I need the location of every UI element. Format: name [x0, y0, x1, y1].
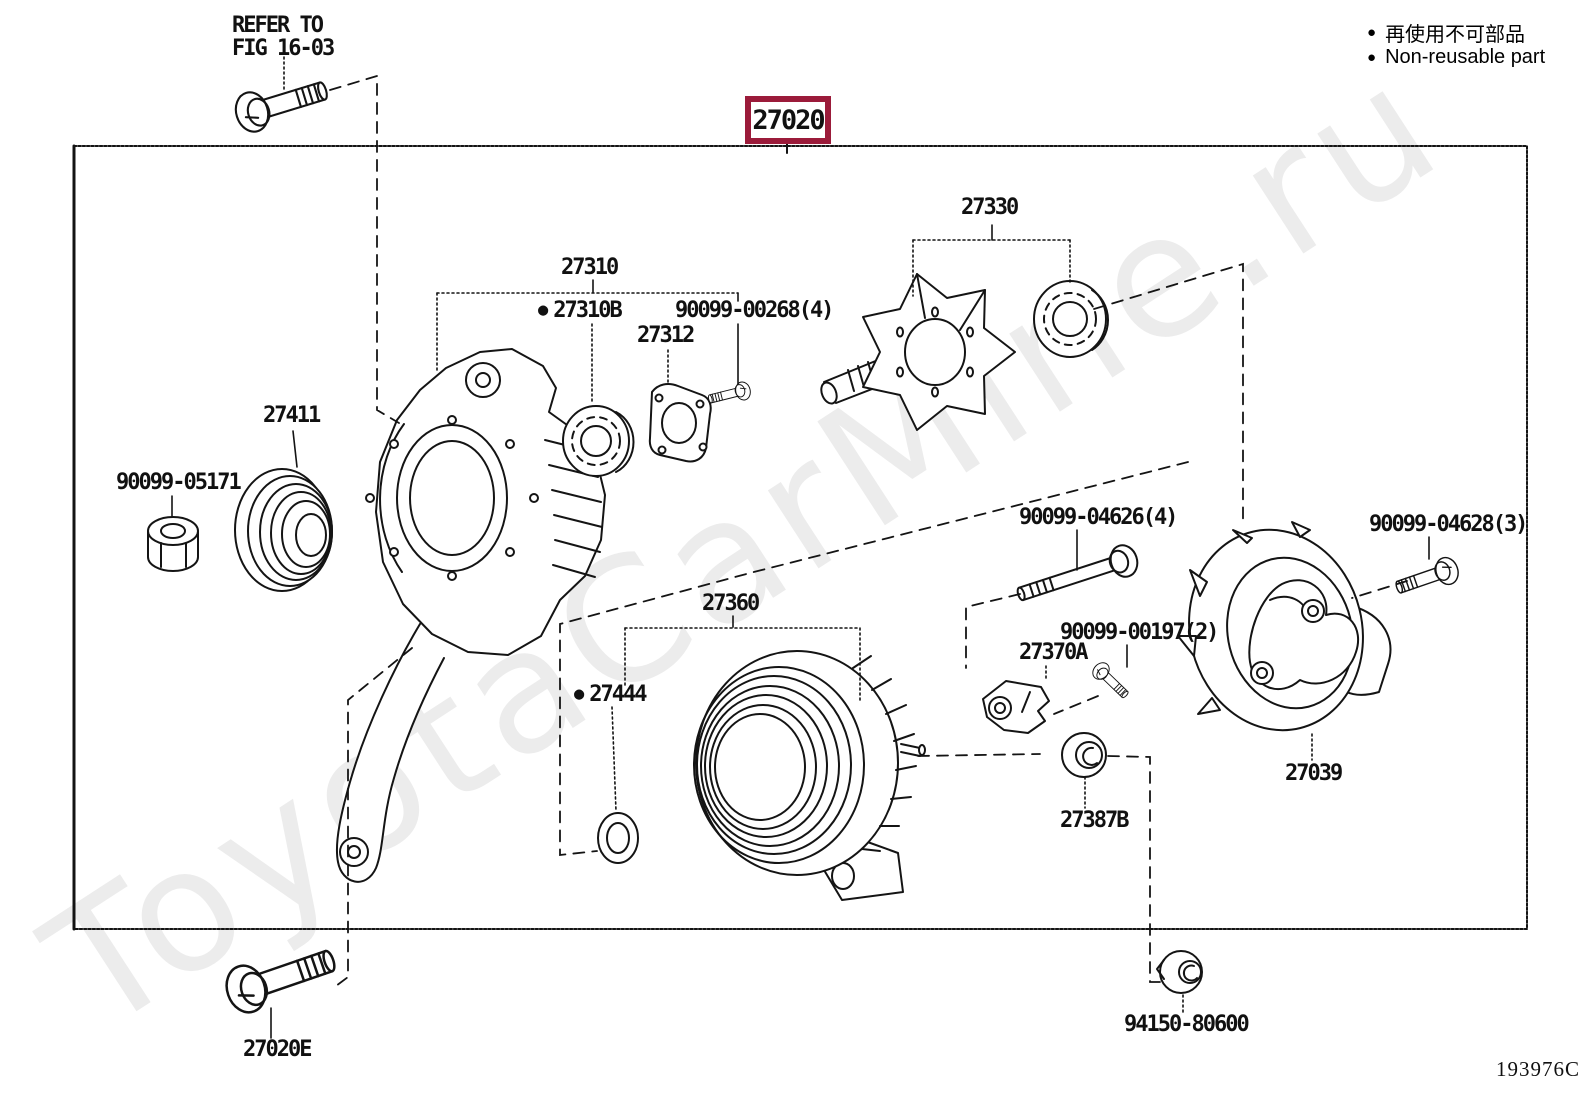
highlighted-part-box: 27020	[745, 96, 831, 144]
refer-note: REFER TO FIG 16-03	[232, 13, 335, 61]
refer-note-line1: REFER TO	[232, 13, 324, 38]
pulley-nut-drawing	[147, 516, 199, 572]
part-label-90099-04626: 90099-04626(4)	[1019, 505, 1178, 530]
label-brackets	[283, 56, 1313, 1014]
part-label-27444: ●27444	[574, 682, 647, 707]
terminal-nut-drawing	[1156, 950, 1203, 994]
part-label-94150-80600: 94150-80600	[1124, 1012, 1250, 1037]
non-reusable-bullet-icon: ●	[574, 684, 585, 704]
stator-drawing	[693, 650, 926, 901]
part-label-90099-00197: 90099-00197(2)	[1060, 620, 1219, 645]
part-label-27312: 27312	[637, 323, 695, 348]
grommet-drawing	[1061, 732, 1107, 778]
frame-border	[72, 144, 1528, 931]
bearing-retainer-drawing	[648, 383, 712, 463]
part-label-27330: 27330	[961, 195, 1019, 220]
part-label-27310B: ●27310B	[538, 298, 623, 323]
legend-row-jp: ● 再使用不可部品	[1367, 20, 1545, 46]
part-label-90099-05171: 90099-05171	[116, 470, 242, 495]
non-reusable-bullet-icon: ●	[538, 300, 549, 320]
cover-bolt-drawing	[1391, 553, 1463, 602]
rear-cover-drawing	[1177, 521, 1392, 732]
part-label-90099-00268: 90099-00268(4)	[675, 298, 834, 323]
refer-note-line2: FIG 16-03	[232, 36, 335, 61]
non-reusable-bullet-icon: ●	[1367, 24, 1377, 41]
part-label-27360: 27360	[702, 591, 760, 616]
part-label-27020E: 27020E	[243, 1037, 312, 1062]
diagram-code: 193976C	[1496, 1057, 1581, 1081]
pulley-drawing	[234, 468, 333, 592]
part-label-27387B: 27387B	[1060, 808, 1129, 833]
label-leaders	[171, 224, 1430, 1039]
o-ring-drawing	[597, 812, 639, 864]
front-bracket-drawing	[335, 348, 606, 883]
legend-row-en: ● Non-reusable part	[1367, 45, 1545, 70]
part-label-27411: 27411	[263, 403, 321, 428]
construction-dashed-lines	[329, 74, 1408, 987]
part-label-27370A: 27370A	[1019, 640, 1088, 665]
non-reusable-bullet-icon: ●	[1367, 49, 1377, 66]
legend-jp-text: 再使用不可部品	[1385, 24, 1526, 46]
part-label-27020: 27020	[752, 104, 825, 136]
front-bearing-drawing	[562, 405, 635, 477]
part-label-27039: 27039	[1285, 761, 1343, 786]
rear-bearing-drawing	[1033, 280, 1109, 358]
legend: ● 再使用不可部品 ● Non-reusable part	[1367, 20, 1545, 70]
part-label-90099-04628: 90099-04628(3)	[1369, 512, 1528, 537]
brush-holder-drawing	[982, 680, 1050, 734]
legend-en-text: Non-reusable part	[1385, 46, 1546, 68]
retainer-screw-drawing	[706, 379, 753, 409]
mount-bolt-top-drawing	[230, 69, 333, 137]
rotor-drawing	[820, 273, 1016, 431]
part-label-27310: 27310	[561, 255, 619, 280]
